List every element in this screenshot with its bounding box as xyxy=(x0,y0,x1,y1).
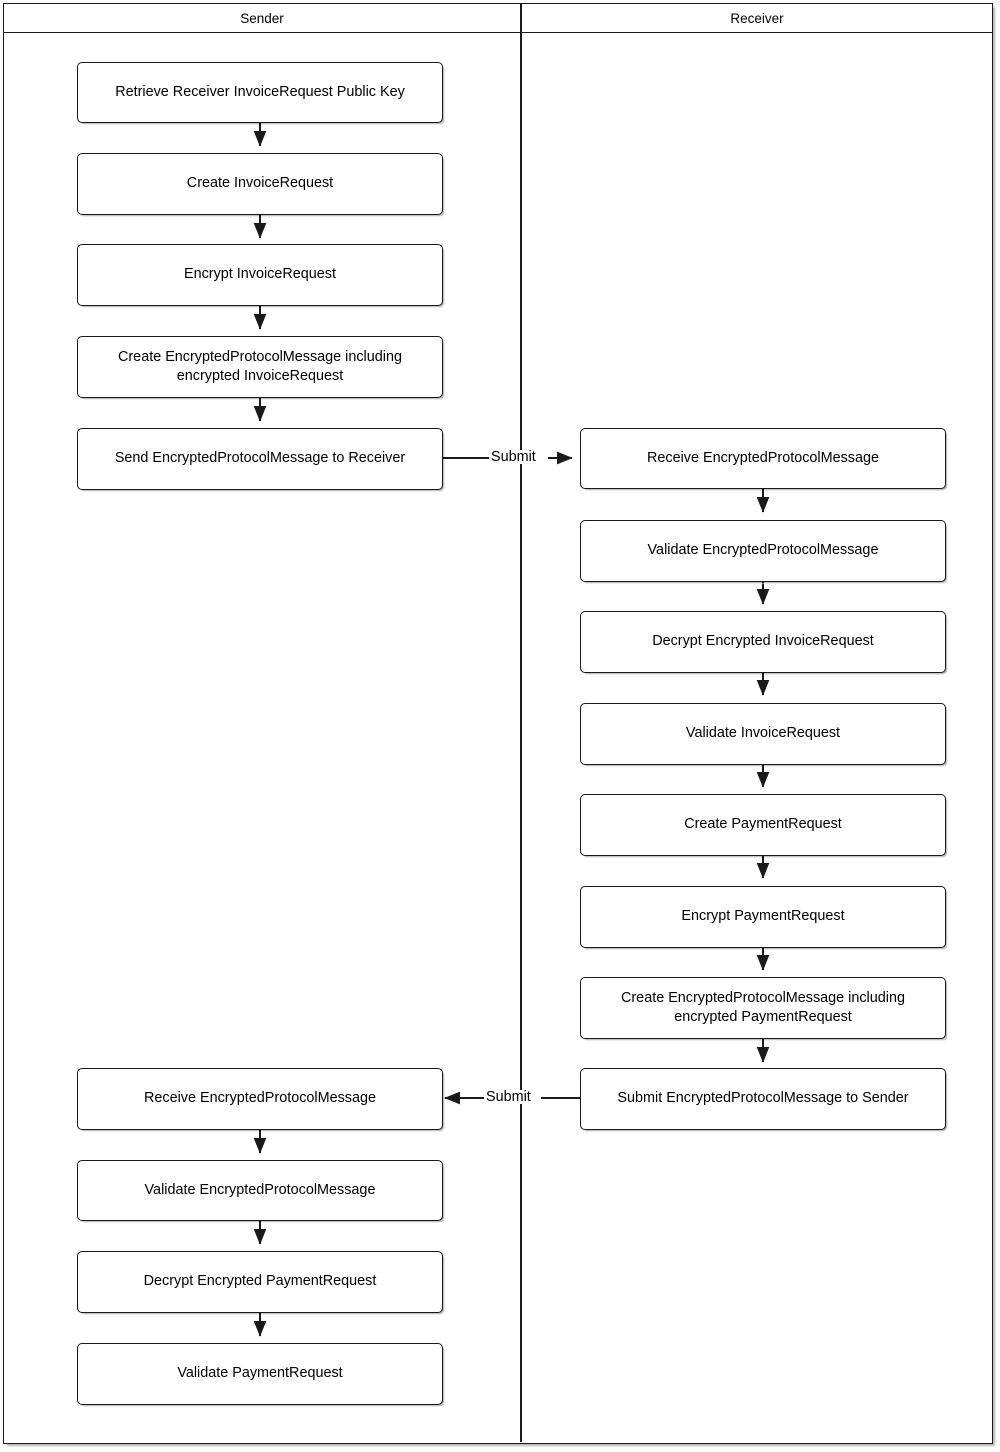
node-validate-paymentrequest[interactable]: Validate PaymentRequest xyxy=(77,1343,443,1405)
node-encrypt-paymentrequest[interactable]: Encrypt PaymentRequest xyxy=(580,886,946,948)
node-label: Create PaymentRequest xyxy=(684,816,842,833)
node-receiver-validate-encryptedprotocolmessage[interactable]: Validate EncryptedProtocolMessage xyxy=(580,520,946,582)
lane-divider xyxy=(520,4,522,1442)
node-decrypt-encrypted-invoicerequest[interactable]: Decrypt Encrypted InvoiceRequest xyxy=(580,611,946,673)
node-label: Decrypt Encrypted PaymentRequest xyxy=(143,1273,377,1290)
node-sender-validate-encryptedprotocolmessage[interactable]: Validate EncryptedProtocolMessage xyxy=(77,1160,443,1221)
node-label: Validate EncryptedProtocolMessage xyxy=(144,1181,376,1198)
node-label: Validate InvoiceRequest xyxy=(685,725,841,742)
edge-label-submit-to-receiver: Submit xyxy=(489,449,538,465)
lane-header-receiver: Receiver xyxy=(521,4,993,33)
node-create-encryptedprotocolmessage-invoicerequest[interactable]: Create EncryptedProtocolMessage includin… xyxy=(77,336,443,398)
node-receiver-receive-encryptedprotocolmessage[interactable]: Receive EncryptedProtocolMessage xyxy=(580,428,946,489)
node-sender-receive-encryptedprotocolmessage[interactable]: Receive EncryptedProtocolMessage xyxy=(77,1068,443,1130)
node-send-encryptedprotocolmessage-to-receiver[interactable]: Send EncryptedProtocolMessage to Receive… xyxy=(77,428,443,490)
node-create-encryptedprotocolmessage-paymentrequest[interactable]: Create EncryptedProtocolMessage includin… xyxy=(580,977,946,1039)
node-submit-encryptedprotocolmessage-to-sender[interactable]: Submit EncryptedProtocolMessage to Sende… xyxy=(580,1068,946,1130)
node-label: Receive EncryptedProtocolMessage xyxy=(647,449,879,466)
node-label: Encrypt PaymentRequest xyxy=(681,908,845,925)
node-label: Encrypt InvoiceRequest xyxy=(184,266,336,283)
node-create-invoicerequest[interactable]: Create InvoiceRequest xyxy=(77,153,443,215)
node-validate-invoicerequest[interactable]: Validate InvoiceRequest xyxy=(580,703,946,765)
node-label: Send EncryptedProtocolMessage to Receive… xyxy=(114,450,406,467)
node-encrypt-invoicerequest[interactable]: Encrypt InvoiceRequest xyxy=(77,244,443,306)
node-label: Submit EncryptedProtocolMessage to Sende… xyxy=(617,1090,909,1107)
node-label: Create InvoiceRequest xyxy=(186,175,334,192)
edge-label-submit-to-sender: Submit xyxy=(484,1089,533,1105)
node-label: Decrypt Encrypted InvoiceRequest xyxy=(652,633,874,650)
node-label: Validate EncryptedProtocolMessage xyxy=(647,542,879,559)
lane-header-sender: Sender xyxy=(4,4,520,33)
node-label: Receive EncryptedProtocolMessage xyxy=(144,1090,376,1107)
node-create-paymentrequest[interactable]: Create PaymentRequest xyxy=(580,794,946,856)
node-retrieve-receiver-invoicerequest-public-key[interactable]: Retrieve Receiver InvoiceRequest Public … xyxy=(77,62,443,123)
node-label: Create EncryptedProtocolMessage includin… xyxy=(621,989,905,1025)
node-label: Validate PaymentRequest xyxy=(177,1365,343,1382)
node-label: Retrieve Receiver InvoiceRequest Public … xyxy=(115,83,405,100)
node-decrypt-encrypted-paymentrequest[interactable]: Decrypt Encrypted PaymentRequest xyxy=(77,1251,443,1313)
node-label: Create EncryptedProtocolMessage includin… xyxy=(118,348,402,384)
